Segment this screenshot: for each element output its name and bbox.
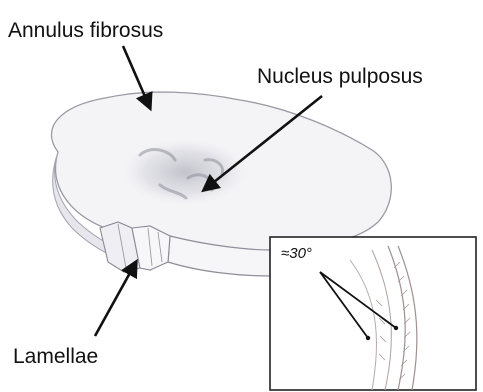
angle-point — [394, 326, 398, 330]
nucleus-pulposus-label: Nucleus pulposus — [257, 66, 423, 87]
fiber-angle-label: ≈30° — [281, 246, 312, 261]
lamellae-arrow — [95, 262, 136, 336]
angle-point — [366, 336, 370, 340]
annulus-fibrosus-label: Annulus fibrosus — [8, 20, 163, 41]
lamellae-label: Lamellae — [13, 346, 98, 367]
